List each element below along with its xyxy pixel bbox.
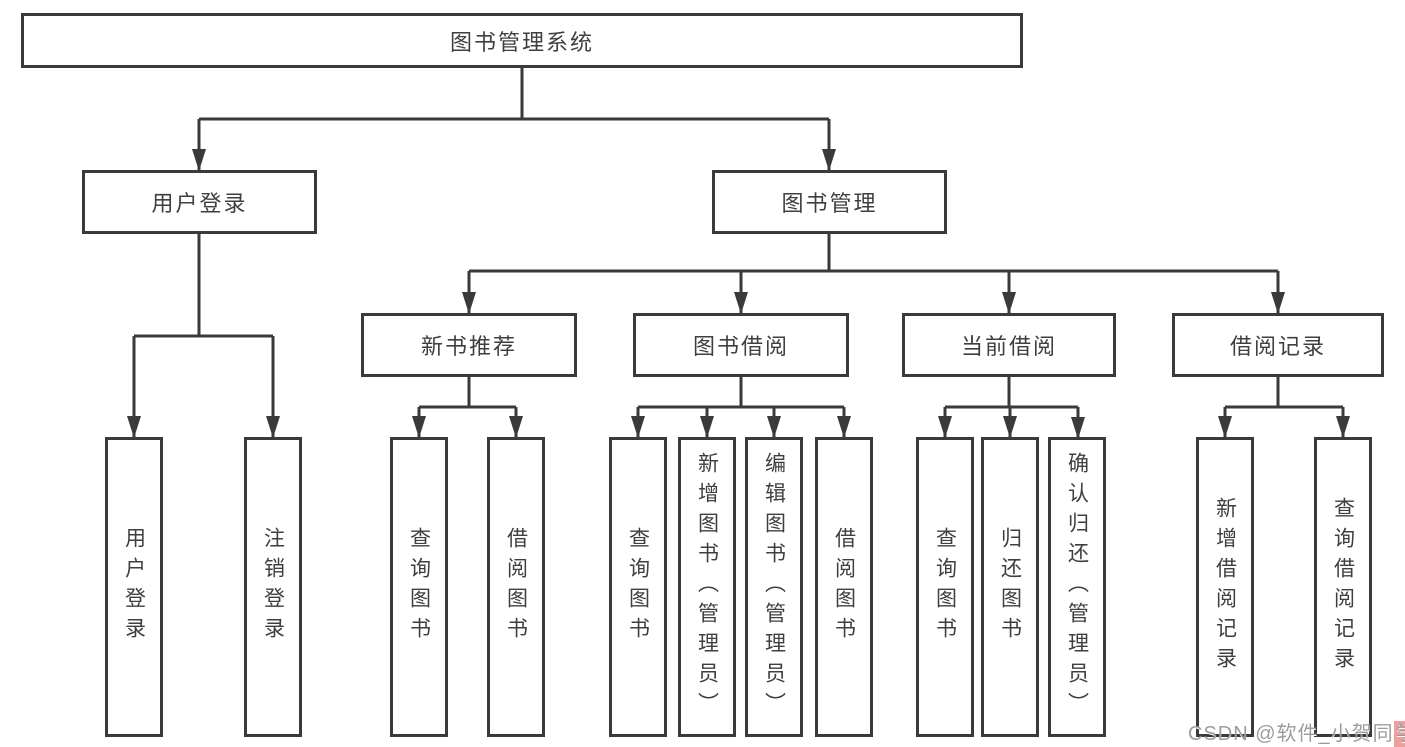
leaf-query-books-recommend: 查询图书 bbox=[390, 437, 448, 737]
node-new-book-recommend: 新书推荐 bbox=[361, 313, 577, 377]
node-borrow-records: 借阅记录 bbox=[1172, 313, 1384, 377]
node-label: 当前借阅 bbox=[960, 334, 1057, 359]
node-label: 查询图书 bbox=[933, 527, 957, 647]
node-label: 确认归还（管理员） bbox=[1065, 452, 1089, 722]
node-user-login: 用户登录 bbox=[82, 170, 317, 234]
node-label: 查询图书 bbox=[626, 527, 650, 647]
leaf-query-borrow-record: 查询借阅记录 bbox=[1314, 437, 1372, 737]
leaf-user-login: 用户登录 bbox=[105, 437, 163, 737]
node-label: 编辑图书（管理员） bbox=[762, 452, 786, 722]
node-book-borrow: 图书借阅 bbox=[633, 313, 849, 377]
node-label: 借阅图书 bbox=[832, 527, 856, 647]
leaf-confirm-return-admin: 确认归还（管理员） bbox=[1048, 437, 1106, 737]
node-label: 查询借阅记录 bbox=[1331, 497, 1355, 677]
node-library-system: 图书管理系统 bbox=[21, 13, 1023, 68]
node-current-borrow: 当前借阅 bbox=[902, 313, 1116, 377]
node-label: 借阅图书 bbox=[504, 527, 528, 647]
node-label: 新增图书（管理员） bbox=[695, 452, 719, 722]
watermark-text-highlighted: 学 bbox=[1393, 721, 1405, 747]
node-label: 归还图书 bbox=[998, 527, 1022, 647]
node-label: 借阅记录 bbox=[1229, 334, 1326, 359]
node-label: 用户登录 bbox=[151, 191, 248, 216]
node-label: 图书管理 bbox=[781, 191, 878, 216]
node-label: 查询图书 bbox=[407, 527, 431, 647]
leaf-borrow-books: 借阅图书 bbox=[815, 437, 873, 737]
node-label: 新增借阅记录 bbox=[1213, 497, 1237, 677]
node-label: 注销登录 bbox=[261, 527, 285, 647]
leaf-query-books-current: 查询图书 bbox=[916, 437, 974, 737]
leaf-return-books: 归还图书 bbox=[981, 437, 1039, 737]
node-book-management: 图书管理 bbox=[712, 170, 947, 234]
leaf-add-book-admin: 新增图书（管理员） bbox=[678, 437, 736, 737]
node-label: 图书管理系统 bbox=[449, 29, 594, 55]
leaf-add-borrow-record: 新增借阅记录 bbox=[1196, 437, 1254, 737]
leaf-query-books-borrow: 查询图书 bbox=[609, 437, 667, 737]
leaf-edit-book-admin: 编辑图书（管理员） bbox=[745, 437, 803, 737]
node-label: 新书推荐 bbox=[420, 334, 517, 359]
leaf-logout: 注销登录 bbox=[244, 437, 302, 737]
node-label: 用户登录 bbox=[122, 527, 146, 647]
csdn-watermark: CSDN @软件_小贺同学 bbox=[1188, 717, 1405, 747]
node-label: 图书借阅 bbox=[692, 334, 789, 359]
leaf-borrow-books-recommend: 借阅图书 bbox=[487, 437, 545, 737]
watermark-text: CSDN @软件_小贺同 bbox=[1188, 723, 1394, 745]
